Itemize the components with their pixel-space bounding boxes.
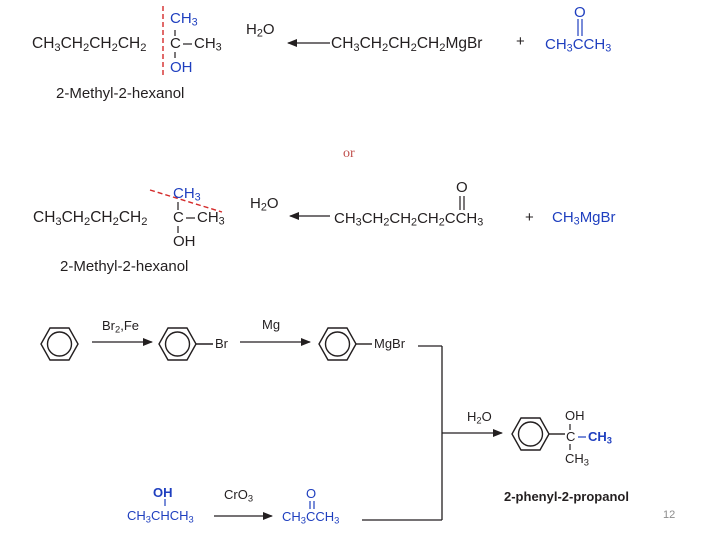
grignard-reagent-2: CH3MgBr: [552, 209, 616, 228]
reagent-water-3: H2O: [467, 409, 492, 426]
alcohol-oh: OH: [153, 485, 173, 500]
product-oh: OH: [565, 408, 585, 423]
product-methyl-right: CH3: [588, 429, 612, 446]
benzene-ring-3: [318, 327, 372, 361]
product-name: 2-phenyl-2-propanol: [504, 489, 629, 504]
page-number: 12: [663, 509, 676, 521]
reagent-mg: Mg: [262, 317, 281, 332]
bromo-label: Br: [215, 336, 228, 351]
grignard-reagent-1: CH3CH2CH2CH2MgBr: [331, 35, 483, 54]
central-carbon-2: C: [173, 209, 184, 226]
acetone: CH3CCH3: [282, 509, 340, 526]
ketone-1: CH3CCH3: [545, 36, 612, 55]
methyl-top: CH3: [170, 10, 198, 29]
reagent-cro3: CrO3: [224, 487, 254, 504]
central-carbon: C: [170, 35, 181, 52]
plus-sign-2: +: [525, 209, 534, 226]
product-carbon: C: [566, 429, 576, 444]
benzene-ring-1: [40, 327, 79, 361]
compound-name-2: 2-Methyl-2-hexanol: [60, 258, 189, 275]
or-label: or: [343, 146, 355, 161]
mgbr-label: MgBr: [374, 336, 406, 351]
benzene-ring-4: [511, 417, 565, 451]
reagent-br2-fe: Br2,Fe: [102, 318, 139, 335]
alkyl-chain-2: CH3CH2CH2CH2: [33, 209, 148, 228]
reagent-water-2: H2O: [250, 195, 279, 214]
isopropanol: CH3CHCH3: [127, 508, 194, 525]
ketone-oxygen-2: O: [456, 179, 468, 196]
product-methyl-bottom: CH3: [565, 451, 589, 468]
hydroxyl: OH: [170, 59, 193, 76]
methyl-right: CH3: [194, 35, 222, 54]
compound-name-1: 2-Methyl-2-hexanol: [56, 85, 185, 102]
benzene-ring-2: [158, 327, 213, 361]
ketone-oxygen-1: O: [574, 4, 586, 21]
acetone-oxygen: O: [306, 486, 317, 501]
methyl-right-2: CH3: [197, 209, 225, 228]
hydroxyl-2: OH: [173, 233, 196, 250]
plus-sign-1: +: [516, 33, 525, 50]
reagent-water-1: H2O: [246, 21, 275, 40]
disconnect-dash-2: [149, 189, 223, 213]
alkyl-chain: CH3CH2CH2CH2: [32, 35, 147, 54]
ketone-2: CH3CH2CH2CH2CCH3: [334, 210, 484, 229]
methyl-top-2: CH3: [173, 185, 201, 204]
